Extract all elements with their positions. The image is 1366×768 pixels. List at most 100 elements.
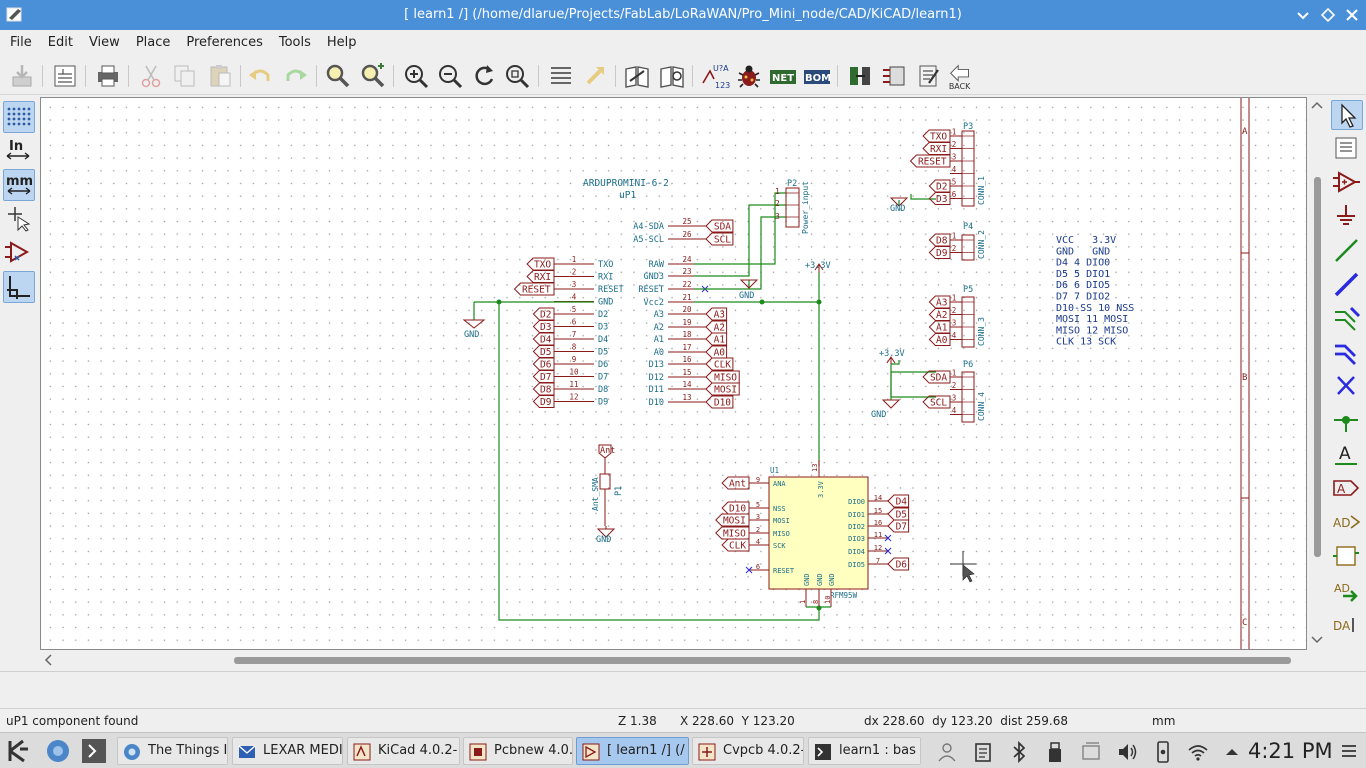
tray-expand-icon[interactable] (1221, 741, 1243, 763)
netlist-button[interactable]: NET (768, 61, 798, 91)
zoom-in-button[interactable] (401, 61, 431, 91)
task-kicad[interactable]: KiCad 4.0.2- (347, 737, 460, 765)
clipboard-icon[interactable] (972, 741, 994, 763)
library-editor-button[interactable] (622, 61, 652, 91)
zoom-out-button[interactable] (435, 61, 465, 91)
hierarchical-label-button[interactable]: AD (1331, 508, 1363, 538)
find-button[interactable] (323, 61, 353, 91)
maximize-button[interactable] (1318, 5, 1338, 25)
scroll-up-icon[interactable] (1308, 99, 1326, 111)
task-chromium[interactable]: The Things I (117, 737, 228, 765)
undo-button[interactable] (245, 61, 275, 91)
place-power-button[interactable] (1331, 202, 1363, 232)
notifications-icon[interactable] (1080, 741, 1102, 763)
component-uP1[interactable]: ARDUPROMINI-6-2 uP1 1TXO2RXI3RESET4GND5D… (554, 178, 740, 409)
highlight-net-button[interactable] (1331, 134, 1363, 164)
task-pcbnew[interactable]: Pcbnew 4.0. (463, 737, 573, 765)
redo-button[interactable] (281, 61, 311, 91)
vertical-scrollbar[interactable] (1308, 97, 1326, 650)
bus-bus-entry-button[interactable] (1331, 338, 1363, 368)
pcbnew-button[interactable] (879, 61, 909, 91)
global-label-button[interactable]: A (1331, 474, 1363, 504)
wire-bus-entry-button[interactable] (1331, 304, 1363, 334)
print-button[interactable] (93, 61, 123, 91)
sheet-pin-button[interactable]: DA (1331, 610, 1363, 640)
place-bus-button[interactable] (1331, 270, 1363, 300)
vertical-scroll-thumb[interactable] (1314, 177, 1321, 557)
task-eeschema[interactable]: [ learn1 /] (/ (576, 737, 689, 765)
menu-icon[interactable] (1340, 743, 1358, 759)
import-sheet-pin-button[interactable]: AD (1331, 576, 1363, 606)
copy-button[interactable] (170, 61, 200, 91)
minimize-button[interactable] (1293, 5, 1313, 25)
menu-help[interactable]: Help (326, 35, 357, 50)
chromium-launcher-icon[interactable] (44, 738, 72, 764)
net-label-button[interactable]: A (1331, 440, 1363, 470)
menu-preferences[interactable]: Preferences (186, 35, 263, 50)
horizontal-scrollbar[interactable] (40, 651, 1307, 669)
phone-connect-icon[interactable] (1152, 741, 1174, 763)
menu-view[interactable]: View (88, 35, 120, 50)
U1-pin-num-7: 7 (876, 557, 880, 565)
cvpcb-button[interactable] (845, 61, 875, 91)
horizontal-scroll-thumb[interactable] (234, 657, 1291, 664)
save-button[interactable] (7, 61, 37, 91)
global-label-a2-text: A2 (714, 323, 725, 334)
kde-launcher-icon[interactable] (6, 737, 32, 765)
svg-text:NET: NET (772, 73, 794, 84)
clock[interactable]: 4:21 PM (1248, 739, 1333, 763)
grid-toggle-button[interactable] (3, 101, 35, 133)
volume-icon[interactable] (1116, 741, 1138, 763)
bom-button[interactable]: BOM (802, 61, 832, 91)
hidden-pins-button[interactable] (3, 237, 35, 269)
close-button[interactable] (1342, 5, 1362, 25)
units-inch-button[interactable]: In (3, 135, 35, 167)
wifi-icon[interactable] (1187, 741, 1209, 763)
redraw-button[interactable] (469, 61, 499, 91)
component-P1[interactable]: Ant P1 Ant_SMA (591, 444, 624, 526)
wire-angle-button[interactable] (3, 271, 35, 303)
global-label-txo (526, 257, 555, 271)
task-cvpcb[interactable]: Cvpcb 4.0.2- (692, 737, 804, 765)
find-replace-button[interactable] (358, 61, 388, 91)
no-connect-button[interactable] (1331, 372, 1363, 402)
units-mm-button[interactable]: mm (3, 169, 35, 201)
terminal-launcher-icon[interactable] (80, 738, 108, 764)
cursor-shape-button[interactable] (3, 203, 35, 235)
place-wire-button[interactable] (1331, 236, 1363, 266)
junction-button[interactable] (1331, 406, 1363, 436)
leave-sheet-button[interactable] (580, 61, 610, 91)
select-tool-button[interactable] (1331, 100, 1363, 130)
scroll-down-icon[interactable] (1308, 634, 1326, 646)
hierarchical-sheet-button[interactable] (1331, 542, 1363, 572)
hierarchy-navigator-button[interactable] (546, 61, 576, 91)
cut-button[interactable] (136, 61, 166, 91)
bluetooth-icon[interactable] (1008, 741, 1030, 763)
back-annotate-button[interactable]: BACK (946, 61, 978, 91)
simulator-button[interactable] (913, 61, 943, 91)
task-mail[interactable]: LEXAR MEDI (232, 737, 343, 765)
menu-place[interactable]: Place (135, 35, 171, 50)
global-label-d7 (532, 370, 555, 383)
menu-file[interactable]: File (10, 35, 32, 50)
usb-drive-icon[interactable] (1044, 741, 1066, 763)
menu-tools[interactable]: Tools (278, 35, 311, 50)
user-switch-icon[interactable] (936, 741, 958, 763)
scroll-left-icon[interactable] (42, 651, 54, 669)
menu-edit[interactable]: Edit (47, 35, 73, 50)
task-terminal[interactable]: learn1 : bas (808, 737, 921, 765)
place-component-button[interactable] (1331, 168, 1363, 198)
paste-button[interactable] (205, 61, 235, 91)
library-browser-button[interactable] (657, 61, 687, 91)
component-P2[interactable]: 1 2 3 P2 Power_input (775, 179, 810, 234)
page-settings-button[interactable] (50, 61, 80, 91)
erc-button[interactable] (734, 61, 764, 91)
zoom-fit-button[interactable] (502, 61, 532, 91)
